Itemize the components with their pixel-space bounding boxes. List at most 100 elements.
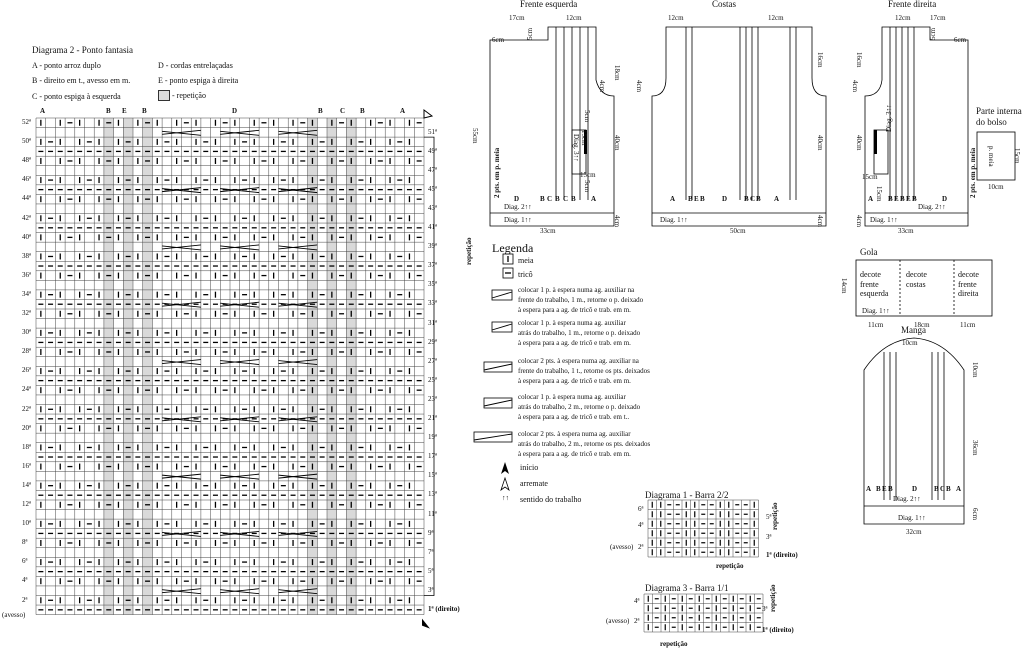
cable-cross bbox=[278, 245, 318, 251]
leg-s1-line: colocar 1 p. à espera numa ag. auxiliar … bbox=[518, 286, 635, 294]
row-num-left: 8ª bbox=[22, 538, 28, 547]
cable-cross bbox=[162, 588, 201, 594]
co-letter: C bbox=[750, 195, 756, 203]
row-num-left: 2ª bbox=[22, 595, 28, 604]
d1-row1: 1ª (direito) bbox=[766, 551, 798, 559]
diagram2-chart bbox=[35, 109, 435, 629]
diagram2-title: Diagrama 2 - Ponto fantasia bbox=[32, 45, 133, 55]
fd-h3: 40cm bbox=[855, 135, 863, 151]
co-w2: 12cm bbox=[768, 14, 784, 22]
fe-side2: 2 pts. em p. meia bbox=[493, 147, 501, 198]
ma-letter: B bbox=[934, 485, 939, 493]
cable-cross bbox=[278, 531, 318, 537]
leg-trico-box bbox=[502, 267, 514, 279]
manga-bottom: 32cm bbox=[906, 528, 922, 536]
fe-letter: C bbox=[563, 195, 569, 203]
leg-s2-line: colocar 1 p. à espera numa ag. auxiliar bbox=[518, 319, 626, 327]
leg-s5-line: atrás do trabalho, 2 m., retorne os pts.… bbox=[518, 440, 651, 448]
cable-cross bbox=[278, 417, 318, 423]
fe-pocket-edge bbox=[584, 130, 587, 154]
row-num-right: 1ª (direito) bbox=[428, 605, 460, 614]
costas-title: Costas bbox=[712, 0, 737, 9]
arremate-icon bbox=[500, 476, 510, 492]
cable-cross bbox=[162, 245, 201, 251]
repeat-swatch bbox=[158, 90, 170, 101]
row-num-right: 43ª bbox=[428, 203, 437, 212]
cable-cross bbox=[220, 130, 260, 136]
co-letter: B bbox=[700, 195, 705, 203]
leg-trico: tricô bbox=[518, 270, 533, 279]
co-w1: 12cm bbox=[668, 14, 684, 22]
leg-cable-box bbox=[491, 289, 513, 301]
row-num-right: 9ª bbox=[428, 528, 434, 537]
cable-cross bbox=[220, 474, 260, 480]
ma-letter: E bbox=[882, 485, 887, 493]
row-num-right: 23ª bbox=[428, 394, 437, 403]
leg-s3-line: à espera para a ag. de tricô e trab. em … bbox=[518, 377, 631, 385]
leg-s5-line: à espera para a ag. de tricô e trab. em … bbox=[518, 450, 631, 458]
row-num-right: 11ª bbox=[428, 509, 437, 518]
cable-cross bbox=[220, 416, 260, 422]
fd-p2: 15cm bbox=[875, 186, 883, 202]
cable-cross bbox=[162, 187, 201, 193]
cable-cross bbox=[278, 589, 318, 595]
row-num-left: 36ª bbox=[22, 270, 31, 279]
cable-cross bbox=[162, 417, 201, 423]
cable-cross bbox=[220, 129, 260, 135]
leg-s1-line: frente do trabalho, 1 m., retorne o p. d… bbox=[518, 296, 644, 304]
row-num-left: 28ª bbox=[22, 347, 31, 356]
leg-meia: meia bbox=[518, 256, 534, 265]
ma-letter: A bbox=[956, 485, 962, 493]
leg-arremate: arremate bbox=[520, 479, 548, 488]
key-b: B - direito em t., avesso em m. bbox=[32, 76, 131, 85]
d3-avesso: (avesso) bbox=[606, 617, 630, 625]
leg-s4-line: à espera para a ag. de tricô e trab. em … bbox=[518, 413, 630, 421]
fd-h4: 4cm bbox=[855, 215, 863, 228]
gola-c3: decote frente direita bbox=[958, 270, 979, 299]
fe-h1: 18cm bbox=[613, 65, 621, 81]
key-d: D - cordas entrelaçadas bbox=[158, 61, 233, 70]
manga-diag1: Diag. 1↑↑ bbox=[898, 514, 926, 522]
cable-cross bbox=[220, 359, 260, 364]
cable-cross bbox=[162, 188, 201, 194]
row-num-right: 21ª bbox=[428, 414, 437, 423]
leg-meia-box bbox=[502, 253, 514, 265]
col-letter-A: A bbox=[40, 107, 46, 115]
diagram1-title: Diagrama 1 - Barra 2/2 bbox=[645, 490, 729, 500]
d3-row3: 3ª bbox=[762, 605, 768, 613]
row-num-left: 34ª bbox=[22, 289, 31, 298]
key-a: A - ponto arroz duplo bbox=[32, 61, 101, 70]
cable-cross bbox=[278, 129, 318, 135]
cable-cross bbox=[220, 301, 260, 307]
row-num-right: 3ª bbox=[428, 585, 434, 594]
row-num-left: 44ª bbox=[22, 194, 31, 203]
frente-dir-outline bbox=[864, 26, 969, 227]
cable-cross bbox=[278, 588, 318, 594]
bolso-h: 15cm bbox=[1013, 148, 1021, 164]
row-num-left: 20ª bbox=[22, 423, 31, 432]
gola-c1: decote frente esquerda bbox=[860, 270, 889, 299]
fe-h3: 40cm bbox=[613, 135, 621, 151]
co-h2: 4cm bbox=[635, 80, 643, 93]
fe-p2: 5cm bbox=[583, 110, 591, 123]
fd-p1: 15cm bbox=[862, 173, 878, 181]
fe-w2: 12cm bbox=[566, 14, 582, 22]
fd-letter: B bbox=[888, 195, 893, 203]
gola-w2: 18cm bbox=[914, 321, 930, 329]
frente-dir-title: Frente direita bbox=[888, 0, 937, 9]
fd-letter: E bbox=[894, 195, 899, 203]
fe-diag1: Diag. 1↑↑ bbox=[504, 216, 532, 224]
co-h3: 40cm bbox=[816, 135, 824, 151]
cable-cross bbox=[278, 416, 318, 422]
row-num-left: 40ª bbox=[22, 232, 31, 241]
col-letter-D: D bbox=[232, 107, 238, 115]
row-num-right: 31ª bbox=[428, 318, 437, 327]
leg-sentido: sentido do trabalho bbox=[520, 495, 582, 504]
fd-h1: 16cm bbox=[855, 52, 863, 68]
fe-side: 55cm bbox=[471, 128, 479, 144]
co-letter: B bbox=[688, 195, 693, 203]
fd-letter: B bbox=[912, 195, 917, 203]
cable-cross bbox=[278, 474, 318, 480]
manga-diag2: Diag. 2↑↑ bbox=[893, 495, 921, 503]
gola-w3: 11cm bbox=[960, 321, 976, 329]
